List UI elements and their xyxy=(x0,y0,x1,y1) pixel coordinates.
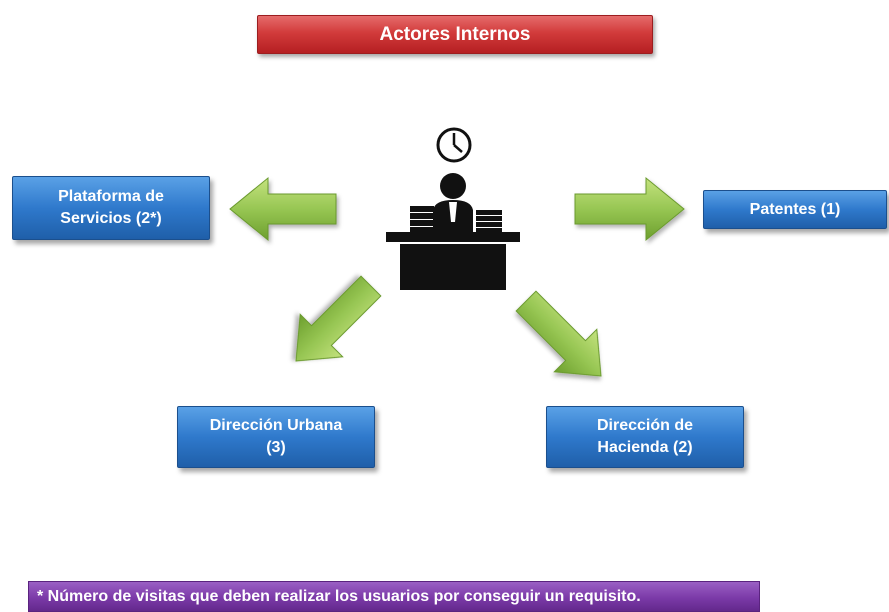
actor-patentes-label: Patentes (1) xyxy=(749,200,841,218)
clerk-at-desk-with-clock-icon xyxy=(386,127,520,290)
actor-patentes: Patentes (1) xyxy=(703,190,887,229)
actor-plataforma-servicios: Plataforma de Servicios (2*) xyxy=(12,176,210,240)
actor-hacienda-line1: Dirección de xyxy=(596,417,694,434)
actor-plataforma-line2: Servicios (2*) xyxy=(60,210,162,227)
footnote-text: * Número de visitas que deben realizar l… xyxy=(37,587,641,605)
actor-direccion-hacienda: Dirección de Hacienda (2) xyxy=(546,406,744,468)
actor-plataforma-line1: Plataforma de xyxy=(58,188,164,205)
actor-direccion-urbana: Dirección Urbana (3) xyxy=(177,406,375,468)
actor-urbana-line2: (3) xyxy=(266,439,286,456)
diagram-title: Actores Internos xyxy=(257,15,653,54)
green-arrow-icon-down-right xyxy=(515,290,602,377)
green-arrow-icon-down-left xyxy=(295,275,382,362)
footnote-banner: * Número de visitas que deben realizar l… xyxy=(28,581,760,612)
actor-urbana-line1: Dirección Urbana xyxy=(209,417,343,434)
green-arrow-icon-right xyxy=(574,176,685,242)
actor-hacienda-line2: Hacienda (2) xyxy=(597,439,693,456)
green-arrow-icon-left xyxy=(229,176,337,242)
